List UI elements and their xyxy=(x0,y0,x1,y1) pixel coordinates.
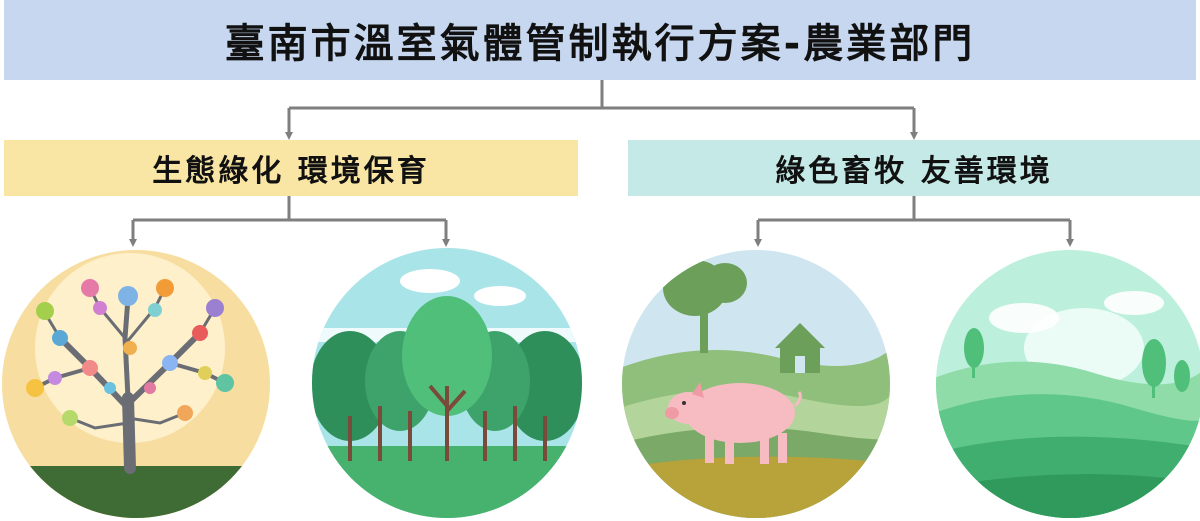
pig-farm-icon xyxy=(622,250,890,518)
page-title: 臺南市溫室氣體管制執行方案-農業部門 xyxy=(4,0,1196,80)
branch-green-livestock: 綠色畜牧 友善環境 xyxy=(628,140,1200,196)
green-hills-icon xyxy=(936,250,1200,518)
branch-eco-greening: 生態綠化 環境保育 xyxy=(4,140,578,196)
tree-people-icon xyxy=(2,250,270,518)
forest-icon xyxy=(312,248,582,518)
